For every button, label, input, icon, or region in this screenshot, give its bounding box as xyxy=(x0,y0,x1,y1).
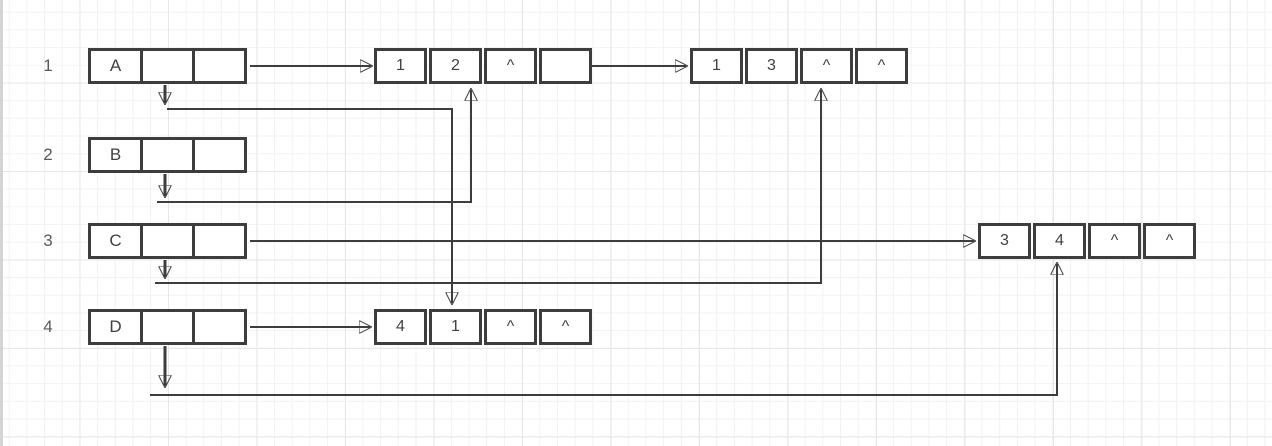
edge-node-3-4[interactable]: 3 4 ^ ^ xyxy=(978,223,1196,259)
edge-node-1-3[interactable]: 1 3 ^ ^ xyxy=(690,48,908,84)
row-label-4: 4 xyxy=(43,317,53,336)
edge-cell: ^ xyxy=(1088,223,1141,259)
edge-cell: 3 xyxy=(978,223,1031,259)
edge-cell: ^ xyxy=(1143,223,1196,259)
route-d-to-edge-3-4-cell-4[interactable] xyxy=(150,264,1057,396)
row-label-2: 2 xyxy=(43,145,53,164)
edge-node-1-2[interactable]: 1 2 ^ xyxy=(374,48,592,84)
vertex-box-b[interactable]: B xyxy=(88,137,247,173)
edge-cell: 4 xyxy=(1033,223,1086,259)
vertex-box-d[interactable]: D xyxy=(88,309,247,345)
edge-node-4-1[interactable]: 4 1 ^ ^ xyxy=(374,309,592,345)
vertex-box-c[interactable]: C xyxy=(88,223,247,259)
edge-cell: ^ xyxy=(484,48,537,84)
edge-cell: 3 xyxy=(745,48,798,84)
edge-cell: ^ xyxy=(484,309,537,345)
edge-cell: 2 xyxy=(429,48,482,84)
edge-cell: ^ xyxy=(800,48,853,84)
vertex-cell xyxy=(192,312,244,342)
vertex-cell xyxy=(192,226,244,256)
vertex-cell xyxy=(192,140,244,170)
edge-cell: ^ xyxy=(539,309,592,345)
vertex-cell: D xyxy=(109,317,122,336)
vertex-box-a[interactable]: A xyxy=(88,48,247,84)
vertex-cell xyxy=(140,226,192,256)
vertex-cell: C xyxy=(109,231,122,250)
canvas-left-edge xyxy=(0,0,3,446)
edge-cell: 1 xyxy=(374,48,427,84)
edge-cell: ^ xyxy=(855,48,908,84)
vertex-cell xyxy=(140,51,192,81)
edge-cell: 1 xyxy=(690,48,743,84)
row-label-3: 3 xyxy=(43,231,53,250)
edge-cell xyxy=(539,48,592,84)
vertex-cell xyxy=(140,312,192,342)
vertex-cell: B xyxy=(109,145,122,164)
row-label-1: 1 xyxy=(43,56,53,75)
vertex-cell xyxy=(192,51,244,81)
vertex-cell: A xyxy=(109,56,122,75)
edge-cell: 4 xyxy=(374,309,427,345)
edge-cell: 1 xyxy=(429,309,482,345)
vertex-cell xyxy=(140,140,192,170)
route-c-to-edge-1-3-cell-3[interactable] xyxy=(155,90,821,284)
